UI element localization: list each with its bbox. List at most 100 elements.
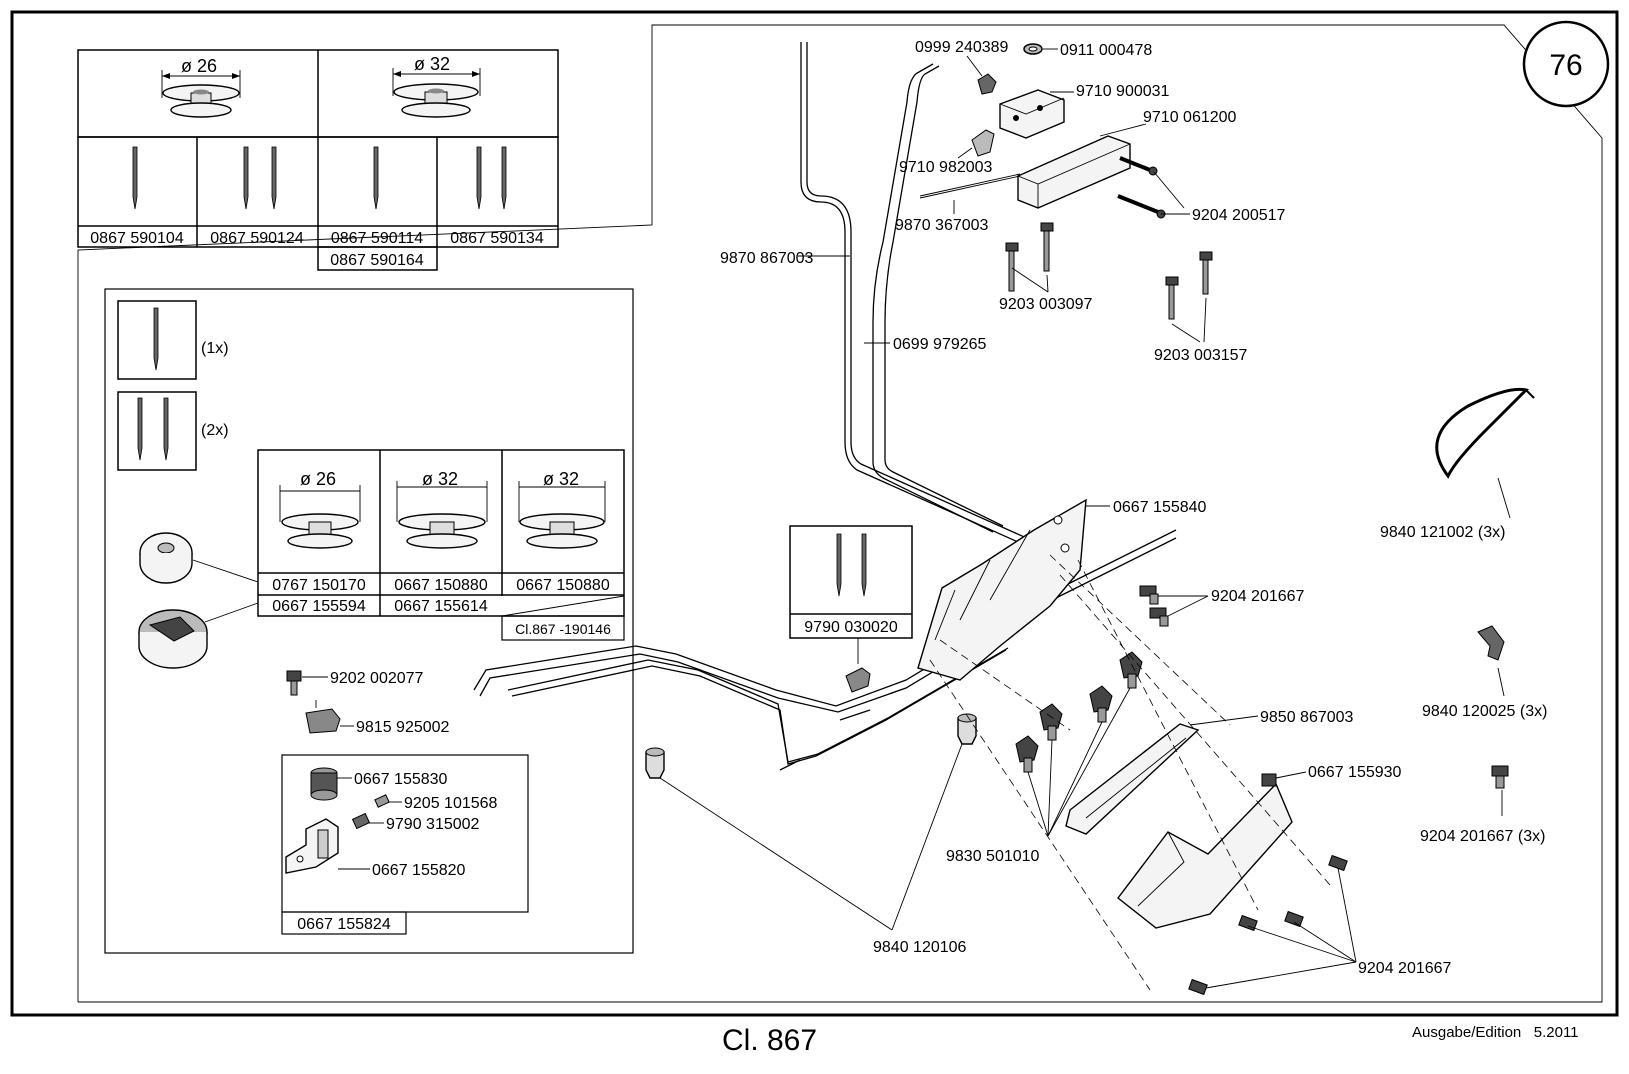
bobbin-case-icon (138, 609, 208, 669)
hook-assembly-number: 0667 155824 (297, 916, 391, 933)
needle-count: (2x) (201, 422, 229, 439)
cover-plate-icon (1065, 723, 1200, 835)
page-number-circle (1522, 20, 1610, 108)
screw-icon (1165, 276, 1179, 320)
needle-part-number: 0867 590124 (210, 230, 304, 247)
callout-label: 9205 101568 (404, 795, 498, 812)
hook-inset: (1x) (2x) ø 26 ø 32 (104, 288, 634, 954)
bobbin-part-number: 0667 155614 (394, 598, 488, 615)
needle-part-number: 0867 590164 (330, 252, 424, 269)
model-label: Cl. 867 (722, 1024, 818, 1057)
wing-clip-icon (1119, 651, 1143, 689)
callout-label: 0699 979265 (893, 336, 987, 353)
callout-label: 9710 061200 (1143, 109, 1237, 126)
wing-clip-icon (1015, 735, 1039, 773)
screw-icon (351, 812, 371, 830)
screw-icon (286, 670, 302, 696)
fitting-icon (977, 73, 997, 95)
bobbin-part-number: 0667 150880 (516, 577, 610, 594)
needle-double-icon (137, 397, 169, 461)
bobbin-32-icon (392, 68, 481, 118)
valve-block-icon (999, 89, 1065, 139)
callout-label: 9870 367003 (895, 217, 989, 234)
bobbin-part-number: 0667 150880 (394, 577, 488, 594)
callout-label: 0999 240389 (915, 39, 1009, 56)
bobbin-diameter-label: ø 32 (414, 54, 450, 74)
callout-label: 9202 002077 (330, 670, 424, 687)
needle-double-icon (243, 146, 277, 210)
screw-icon (1284, 910, 1304, 928)
needle-count: (1x) (201, 340, 229, 357)
callout-label: 9840 120025 (3x) (1422, 703, 1547, 720)
needle-part-number: 0867 590114 (331, 230, 423, 247)
callout-label: 9710 900031 (1076, 83, 1170, 100)
edition-label: Ausgabe/Edition 5.2011 (1412, 1024, 1579, 1041)
bobbin-26-icon (279, 485, 361, 549)
outer-frame (10, 10, 1619, 1017)
screw-icon (1005, 242, 1019, 292)
screw-icon (1491, 765, 1509, 789)
callout-label: 0667 155840 (1113, 499, 1207, 516)
bobbin-32-icon (518, 481, 606, 549)
screw-icon (1199, 251, 1213, 295)
wing-clip-icon (1089, 685, 1113, 723)
rubber-foot-icon (645, 747, 665, 779)
callout-label: 0667 155830 (354, 771, 448, 788)
callout-label: 0911 000478 (1060, 42, 1152, 59)
bobbin-diameter-label: ø 32 (543, 469, 579, 489)
bobbin-icon (139, 532, 193, 584)
callout-label: 9830 501010 (946, 848, 1040, 865)
callout-label: 9710 982003 (899, 159, 993, 176)
callout-label: 9203 003097 (999, 296, 1093, 313)
callout-label: 9204 201667 (3x) (1420, 828, 1545, 845)
callout-label: 0667 155930 (1308, 764, 1402, 781)
callout-label: 9790 315002 (386, 816, 480, 833)
callout-label: 9840 120106 (873, 939, 967, 956)
needle-box-part: 9790 030020 (804, 619, 898, 636)
screw-icon (1188, 978, 1208, 996)
guard-icon (1117, 773, 1293, 929)
bobbin-diameter-label: ø 32 (422, 469, 458, 489)
needle-table: ø 26 ø 32 0867 590104 0867 590124 0867 5… (77, 49, 559, 271)
screw-icon (1149, 607, 1169, 627)
needle-single-icon (132, 146, 138, 210)
needle-part-number: 0867 590104 (90, 230, 184, 247)
needle-double-icon (476, 146, 507, 210)
washer-icon (1023, 43, 1043, 55)
clamp-icon (305, 708, 341, 734)
callout-label: 9815 925002 (356, 719, 450, 736)
callout-label: 9870 867003 (720, 250, 814, 267)
bracket-icon (285, 818, 339, 874)
needle-single-icon (153, 307, 159, 371)
screw-icon (1139, 585, 1159, 605)
callout-label: 9203 003157 (1154, 347, 1248, 364)
air-assembly: 9790 030020 (473, 42, 1535, 996)
bobbin-part-number: 0767 150170 (272, 577, 366, 594)
screw-icon (1328, 854, 1348, 872)
cooler-block-icon (1017, 135, 1131, 209)
callout-label: 9204 201667 (1358, 960, 1452, 977)
set-screw-icon (374, 794, 390, 808)
needle-part-number: 0867 590134 (450, 230, 544, 247)
callout-label: 9204 200517 (1192, 207, 1286, 224)
page-number: 76 (1549, 49, 1582, 82)
clip-icon (1477, 625, 1505, 661)
callouts: 0999 240389 0911 000478 9710 900031 9710… (659, 39, 1547, 989)
class-note: Cl.867 -190146 (515, 621, 611, 637)
callout-label: 9840 121002 (3x) (1380, 524, 1505, 541)
screw-icon (1117, 194, 1166, 219)
needle-single-icon (373, 146, 379, 210)
bobbin-diameter-label: ø 26 (300, 469, 336, 489)
bobbin-part-number: 0667 155594 (272, 598, 366, 615)
connector-icon (845, 667, 871, 693)
callout-label: 9204 201667 (1211, 588, 1305, 605)
screw-icon (1040, 222, 1054, 272)
cable-tie-icon (1435, 387, 1535, 479)
bobbin-32-icon (396, 481, 488, 549)
bobbin-diameter-label: ø 26 (181, 56, 217, 76)
callout-label: 0667 155820 (372, 862, 466, 879)
needle-double-icon (836, 533, 867, 597)
screw-icon (1238, 914, 1258, 932)
nozzle-icon (971, 129, 995, 157)
